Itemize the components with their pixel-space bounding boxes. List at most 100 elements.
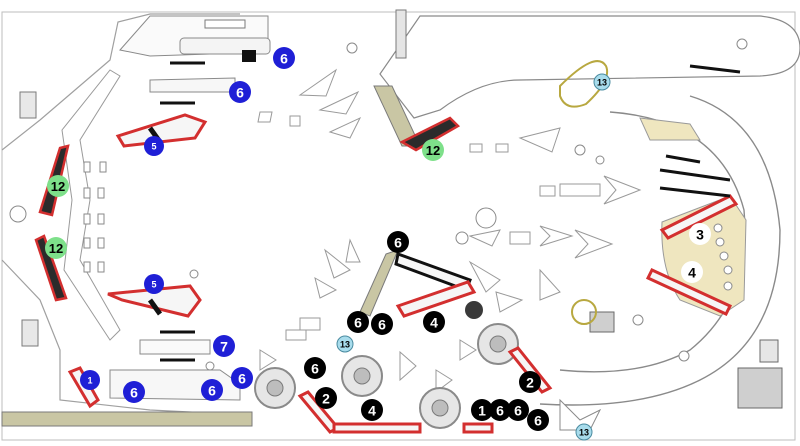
right-slingshot-4 bbox=[645, 268, 733, 316]
playfield-outline bbox=[1, 11, 796, 441]
upper-ramp-gate bbox=[395, 9, 407, 59]
marker-m22: 6 bbox=[489, 399, 511, 421]
left-wall bbox=[1, 13, 240, 151]
left-lane-hole bbox=[9, 205, 27, 223]
lower-right-mechanism bbox=[737, 367, 783, 409]
marker-label: 6 bbox=[496, 403, 504, 419]
marker-m5: 12 bbox=[45, 237, 67, 259]
marker-badge bbox=[507, 399, 529, 421]
left-insert-row bbox=[83, 161, 107, 273]
marker-m24: 6 bbox=[527, 409, 549, 431]
right-orbit bbox=[539, 95, 781, 406]
marker-badge bbox=[45, 237, 67, 259]
marker-label: 13 bbox=[340, 340, 350, 350]
center-arrow-inserts bbox=[257, 68, 642, 393]
marker-m9: 1 bbox=[80, 370, 100, 390]
marker-label: 4 bbox=[688, 265, 696, 281]
marker-m21: 1 bbox=[471, 399, 493, 421]
marker-badge bbox=[213, 335, 235, 357]
marker-badge bbox=[593, 73, 611, 91]
left-flipper-lower bbox=[34, 234, 68, 302]
marker-badge bbox=[273, 47, 295, 69]
marker-badge bbox=[144, 274, 164, 294]
upper-left-plate bbox=[179, 37, 271, 55]
marker-m15: 6 bbox=[371, 313, 393, 335]
marker-badge bbox=[229, 81, 251, 103]
marker-m17: 6 bbox=[304, 357, 326, 379]
marker-label: 6 bbox=[280, 51, 288, 67]
marker-badge bbox=[489, 399, 511, 421]
marker-badge bbox=[575, 423, 593, 441]
marker-badge bbox=[422, 139, 444, 161]
marker-label: 12 bbox=[51, 179, 65, 194]
left-lower-wall bbox=[1, 259, 251, 416]
marker-label: 6 bbox=[394, 235, 402, 251]
marker-label: 6 bbox=[236, 85, 244, 101]
misc-posts bbox=[189, 38, 748, 371]
center-right-saucer bbox=[589, 311, 615, 333]
marker-label: 2 bbox=[526, 375, 534, 391]
marker-m1: 6 bbox=[273, 47, 295, 69]
marker-label: 12 bbox=[426, 143, 440, 158]
marker-label: 12 bbox=[49, 241, 63, 256]
marker-label: 4 bbox=[430, 315, 438, 331]
marker-badge bbox=[527, 409, 549, 431]
upper-ramp bbox=[379, 15, 800, 119]
upper-left-slingshot bbox=[115, 113, 208, 148]
left-bracket-lower bbox=[21, 319, 39, 347]
upper-ramp-guide bbox=[689, 64, 741, 74]
marker-label: 6 bbox=[130, 385, 138, 401]
marker-badge bbox=[144, 136, 164, 156]
lower-left-slingshot bbox=[107, 284, 202, 318]
marker-label: 7 bbox=[220, 339, 228, 355]
lower-right-bracket bbox=[759, 339, 779, 363]
marker-badge bbox=[347, 311, 369, 333]
marker-m23: 6 bbox=[507, 399, 529, 421]
lower-left-plate-1 bbox=[139, 339, 211, 355]
lower-slingshot-bar bbox=[147, 298, 163, 316]
marker-m18: 2 bbox=[315, 387, 337, 409]
marker-badge bbox=[315, 387, 337, 409]
marker-badge bbox=[336, 335, 354, 353]
marker-badge bbox=[519, 371, 541, 393]
center-right-loop bbox=[571, 299, 597, 325]
marker-badge bbox=[361, 399, 383, 421]
marker-m19: 4 bbox=[361, 399, 383, 421]
marker-label: 5 bbox=[151, 280, 156, 290]
marker-label: 6 bbox=[378, 317, 386, 333]
marker-m11: 6 bbox=[201, 379, 223, 401]
lower-left-rail bbox=[1, 411, 253, 427]
marker-label: 13 bbox=[597, 78, 607, 88]
lower-slingshot-4 bbox=[332, 422, 422, 434]
marker-m10: 6 bbox=[123, 381, 145, 403]
marker-label: 4 bbox=[368, 403, 376, 419]
marker-m6: 12 bbox=[422, 139, 444, 161]
marker-label: 1 bbox=[87, 376, 92, 386]
marker-m29: 13 bbox=[575, 423, 593, 441]
right-guide-lines bbox=[659, 154, 731, 198]
pop-bumpers bbox=[254, 323, 519, 429]
marker-badge bbox=[689, 223, 711, 245]
marker-m3: 5 bbox=[144, 136, 164, 156]
mid-left-apron bbox=[149, 77, 236, 93]
marker-badge bbox=[387, 231, 409, 253]
marker-m2: 6 bbox=[229, 81, 251, 103]
marker-m7: 5 bbox=[144, 274, 164, 294]
marker-m13: 6 bbox=[387, 231, 409, 253]
upper-left-post bbox=[242, 50, 256, 62]
marker-badge bbox=[304, 357, 326, 379]
marker-badge bbox=[231, 367, 253, 389]
upper-right-yellow bbox=[639, 117, 701, 141]
marker-badge bbox=[371, 313, 393, 335]
right-slingshot-3 bbox=[659, 194, 739, 240]
marker-badge bbox=[123, 381, 145, 403]
marker-label: 6 bbox=[354, 315, 362, 331]
marker-m20: 2 bbox=[519, 371, 541, 393]
marker-label: 2 bbox=[322, 391, 330, 407]
marker-label: 1 bbox=[478, 403, 486, 419]
marker-label: 3 bbox=[696, 227, 704, 243]
marker-m25: 3 bbox=[689, 223, 711, 245]
